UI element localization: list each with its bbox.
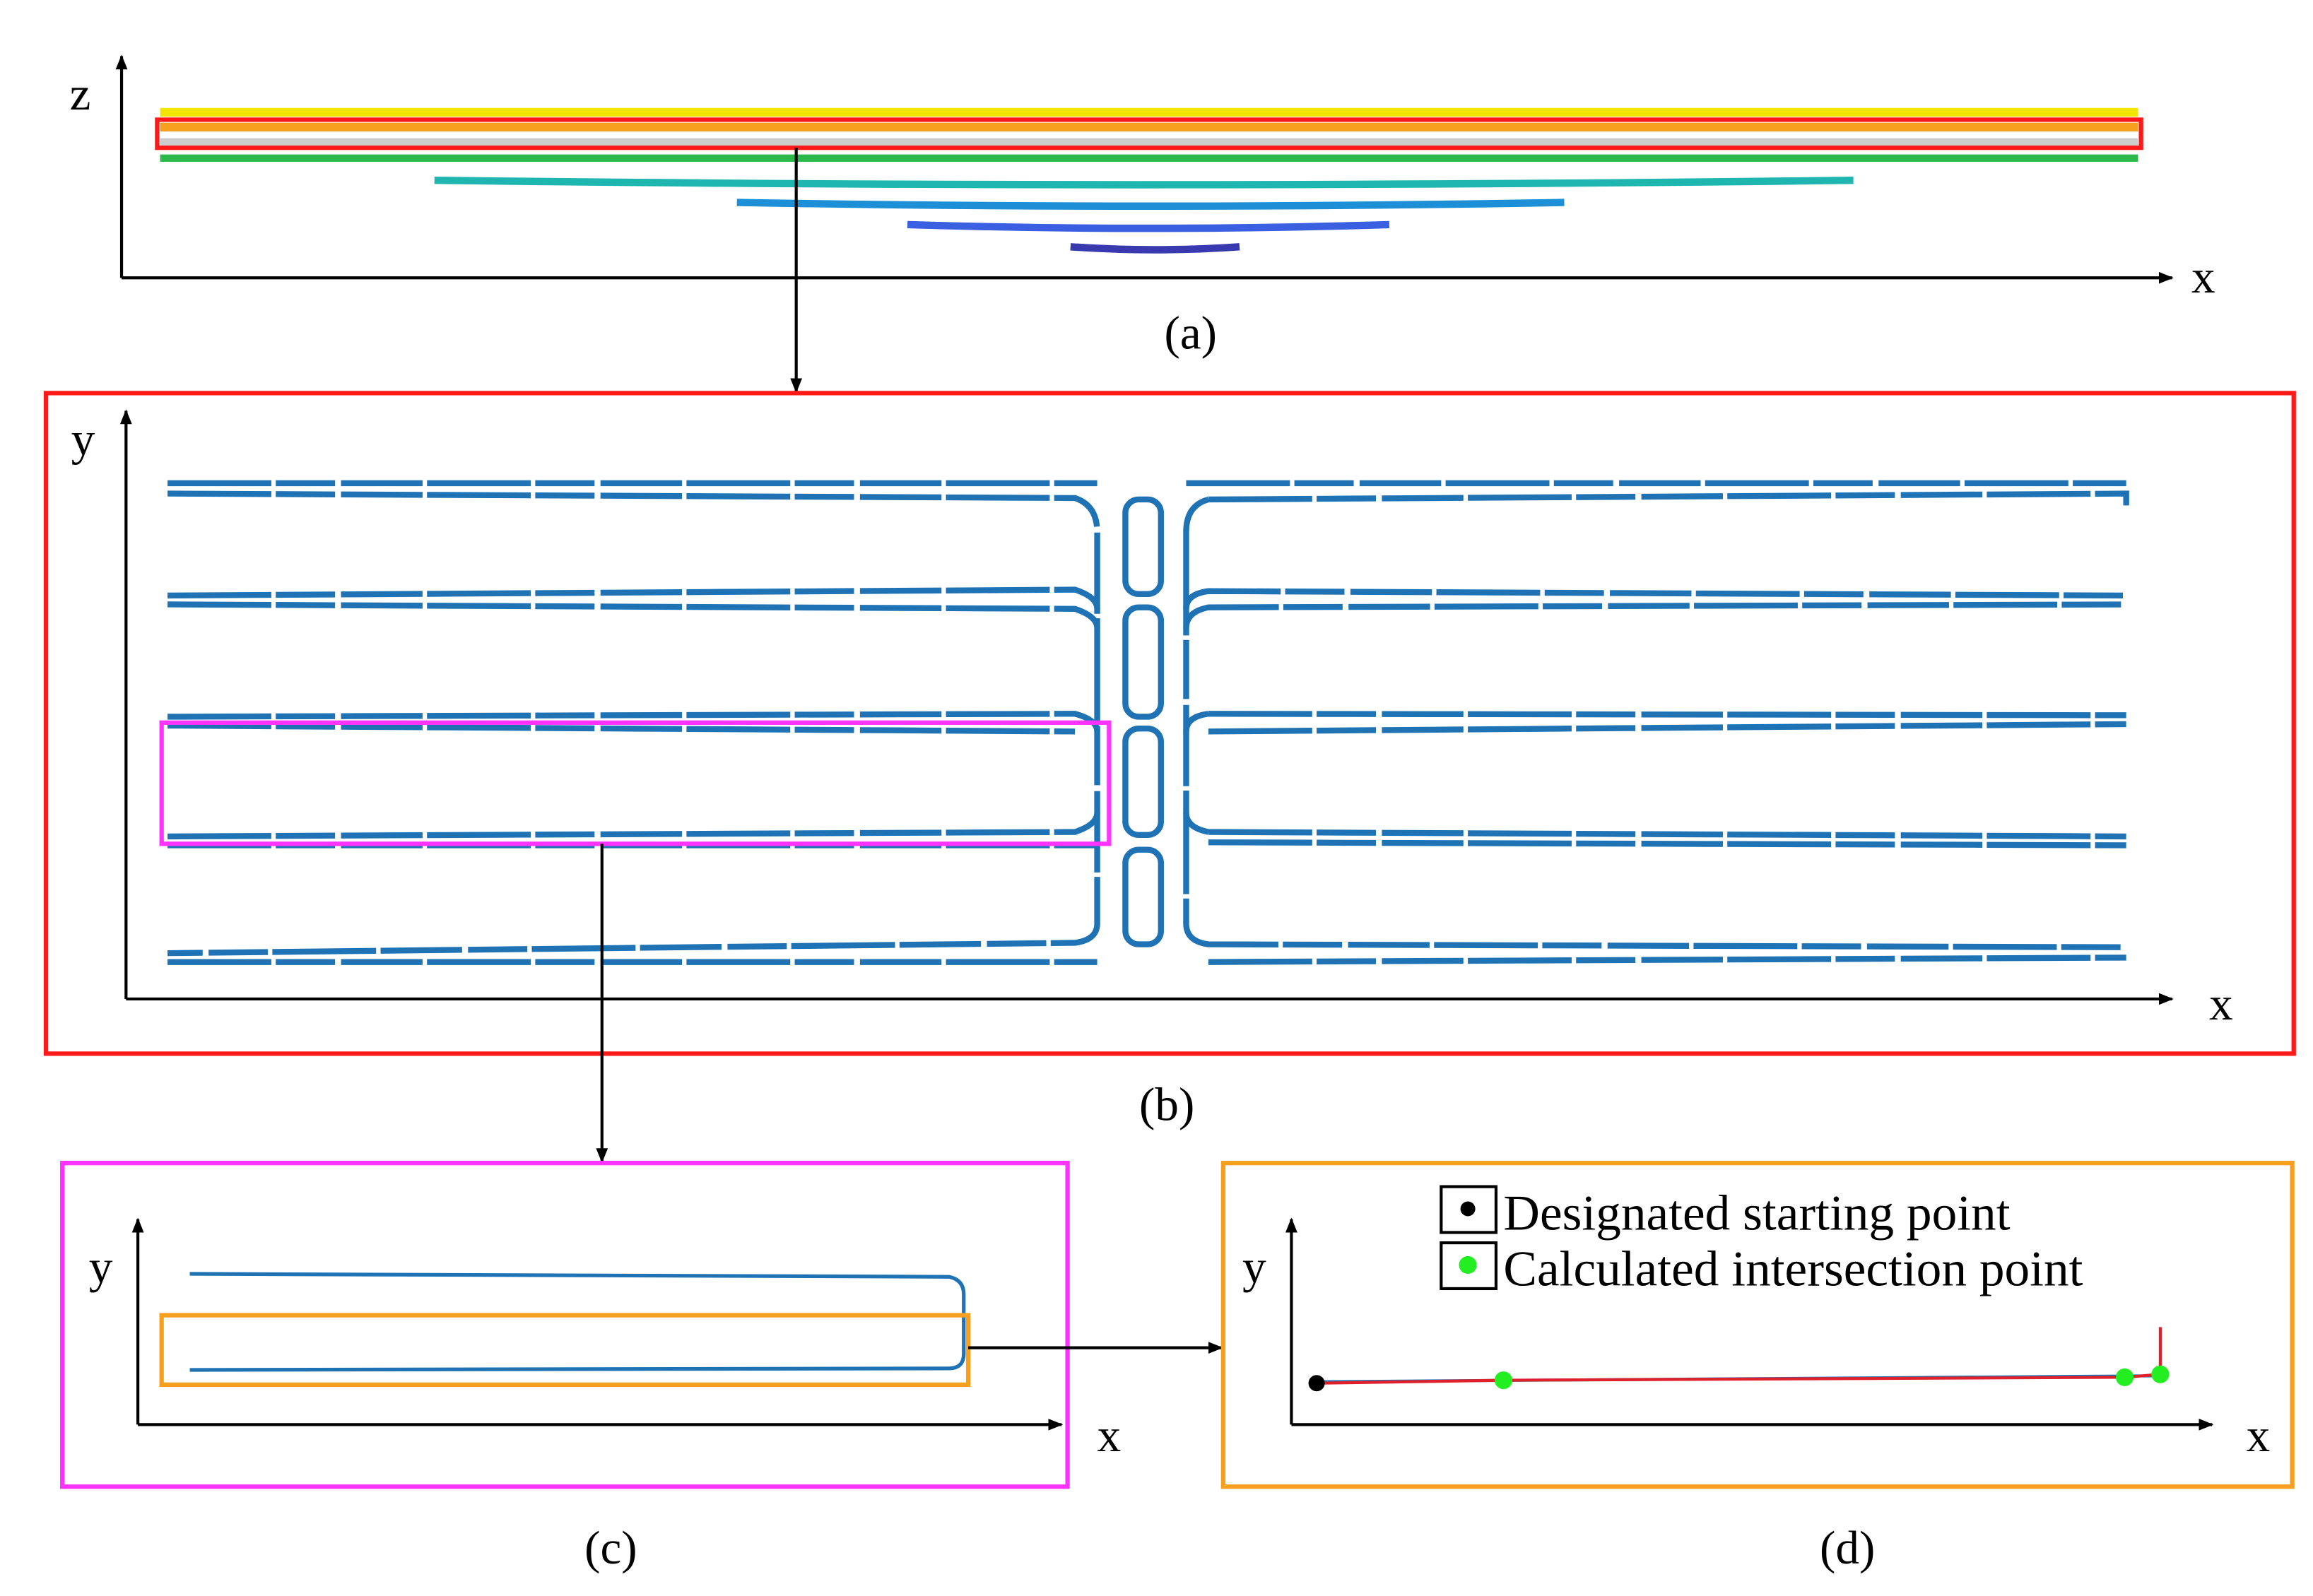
contour-right-5 (1183, 532, 2126, 965)
panel-b: y x (b) (43, 391, 2296, 1131)
legend: Designated starting point Calculated int… (1440, 1185, 2083, 1297)
caption-a: (a) (1165, 307, 1218, 360)
selected-contour-box (159, 720, 1112, 846)
legend-start-label: Designated starting point (1503, 1186, 2010, 1241)
contour-left-1 (167, 480, 1100, 965)
fitted-line (1317, 1373, 2161, 1385)
panel-a: z x (a) (70, 54, 2215, 360)
intersection-point-marker-1 (1494, 1371, 1513, 1390)
slot-1 (1122, 496, 1164, 598)
x-axis-label-d: x (2247, 1409, 2271, 1462)
intersection-point-marker-2 (2115, 1368, 2134, 1386)
layer-5 (434, 176, 1854, 189)
selected-segment-box (159, 1313, 971, 1388)
layer-6 (736, 199, 1565, 211)
contour-left-4 (167, 812, 1100, 849)
legend-start-dot (1460, 1201, 1476, 1217)
intersection-point-marker-3 (2151, 1365, 2170, 1383)
caption-c: (c) (584, 1522, 637, 1574)
legend-intersection-label: Calculated intersection point (1503, 1242, 2083, 1297)
y-axis-label-d: y (1242, 1241, 1266, 1294)
panel-c-frame (59, 1161, 1070, 1489)
contour-left-2 (167, 586, 1100, 629)
layer-8 (1070, 243, 1240, 254)
panel-c: y x (c) (59, 1161, 1122, 1574)
contour-right-3 (1183, 711, 2126, 735)
starting-point-marker (1308, 1375, 1325, 1392)
slot-4 (1122, 846, 1164, 947)
x-axis-label-a: x (2191, 251, 2215, 303)
legend-intersection-dot (1459, 1255, 1477, 1275)
x-axis-label-b: x (2209, 978, 2233, 1030)
y-axis-label-b: y (71, 413, 95, 466)
selected-layer-box (155, 117, 2143, 150)
panel-b-frame (43, 391, 2296, 1056)
y-axis-label-c: y (89, 1241, 113, 1294)
layer-contour (167, 480, 2129, 965)
contour-right-1 (1183, 480, 2129, 533)
slot-2 (1122, 604, 1164, 720)
slot-3 (1122, 726, 1164, 838)
contour-right-2 (1183, 588, 2126, 629)
contour-segment (189, 1272, 966, 1372)
caption-d: (d) (1820, 1522, 1875, 1574)
x-axis-label-c: x (1097, 1409, 1122, 1462)
layer-7 (907, 220, 1390, 232)
caption-b: (b) (1139, 1079, 1194, 1131)
z-axis-label-a: z (70, 68, 91, 120)
panel-d-frame (1220, 1161, 2295, 1489)
contour-right-4 (1183, 812, 2126, 849)
panel-d: y x Designated starting point Calculated… (1220, 1161, 2295, 1574)
contour-left-3 (167, 711, 1100, 735)
